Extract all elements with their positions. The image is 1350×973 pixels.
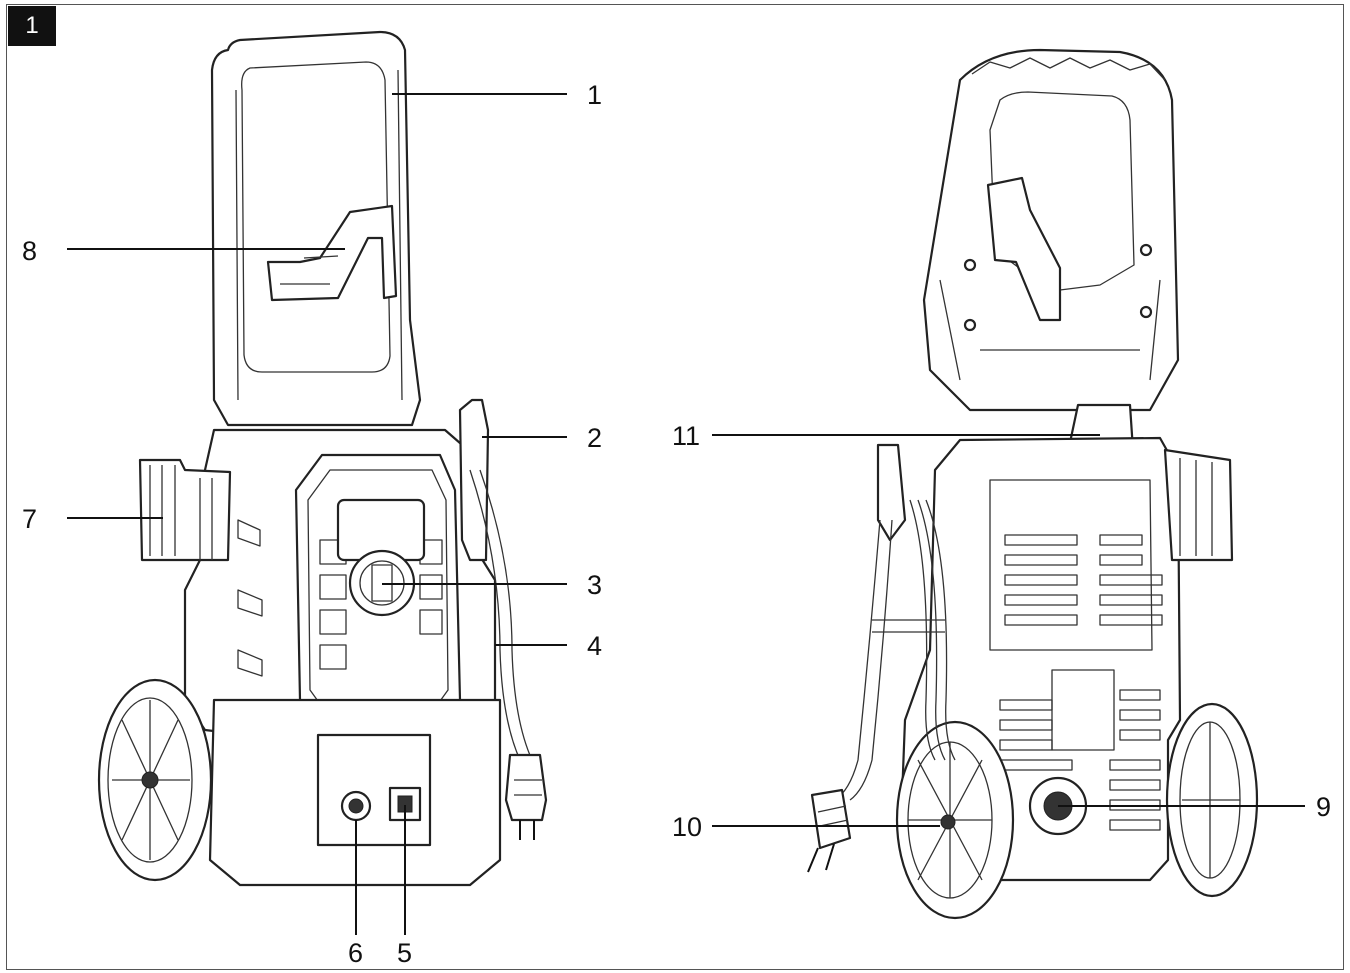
callout-10: 10 [672, 812, 702, 842]
callout-11: 11 [672, 421, 700, 451]
rear-handle-opening [989, 91, 1135, 291]
callout-labels: 1 2 3 4 5 6 7 8 9 10 11 [22, 80, 1331, 968]
rear-hose-coil [834, 499, 956, 801]
callout-4: 4 [587, 631, 602, 661]
figure-frame [6, 4, 1344, 970]
front-accessory-holder [138, 458, 232, 562]
front-lance-holder [458, 398, 490, 562]
callout-6: 6 [348, 938, 363, 968]
rear-lance-holder [876, 443, 907, 542]
callout-7: 7 [22, 504, 37, 534]
front-view [97, 30, 548, 887]
callout-lines [67, 93, 1305, 935]
front-hose-hook [266, 204, 398, 302]
rear-handle-screws [963, 243, 1153, 332]
callout-3: 3 [587, 570, 602, 600]
rear-hose-hook [986, 176, 1062, 322]
callout-2: 2 [587, 423, 602, 453]
callout-9: 9 [1316, 792, 1331, 822]
front-handle [210, 30, 422, 427]
figure-number-badge: 1 [8, 6, 56, 46]
rear-upper-vents [1004, 534, 1163, 626]
front-power-plug [504, 753, 548, 822]
rear-view [807, 48, 1259, 920]
rear-accessory-holder [1163, 448, 1234, 562]
rear-power-plug [810, 788, 852, 850]
rear-handle [922, 48, 1180, 412]
front-handle-opening [241, 61, 391, 373]
callout-5: 5 [397, 938, 412, 968]
callout-8: 8 [22, 236, 37, 266]
callout-1: 1 [587, 80, 602, 110]
